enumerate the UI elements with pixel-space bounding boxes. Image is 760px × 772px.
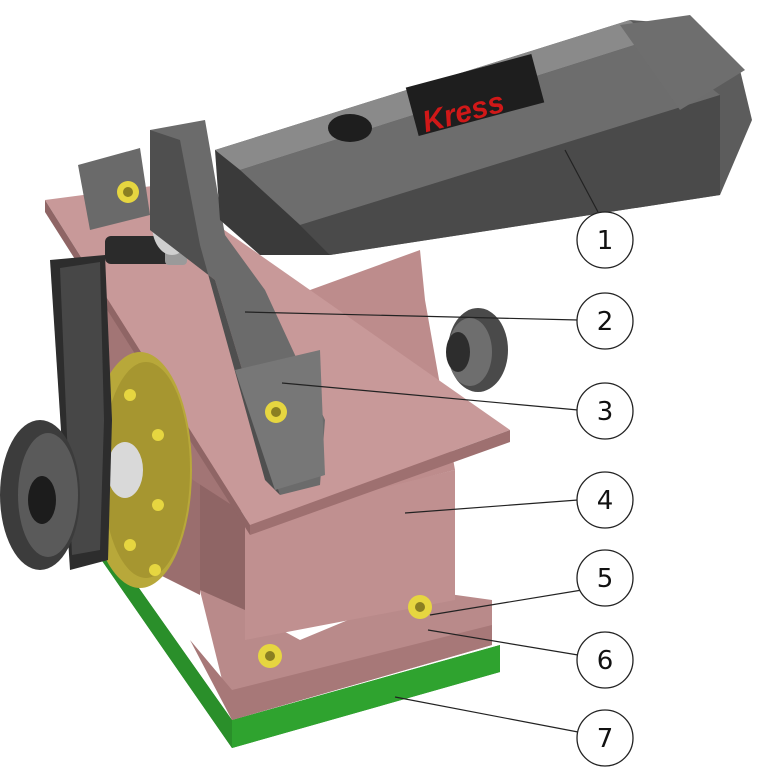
callout-1: 1 xyxy=(576,211,634,269)
flange xyxy=(88,352,192,588)
callout-5: 5 xyxy=(576,549,634,607)
drive-belt xyxy=(0,255,112,570)
callout-5-label: 5 xyxy=(597,564,614,594)
callout-6: 6 xyxy=(576,631,634,689)
callout-3-label: 3 xyxy=(597,397,614,427)
callout-6-label: 6 xyxy=(597,646,614,676)
callout-4-label: 4 xyxy=(597,486,614,516)
leader-lines xyxy=(244,149,599,733)
callout-7-label: 7 xyxy=(597,724,614,754)
motor xyxy=(215,15,752,255)
callout-4: 4 xyxy=(576,471,634,529)
callout-1-label: 1 xyxy=(597,226,614,256)
right-pulley xyxy=(446,308,508,392)
mounting-bracket xyxy=(78,120,325,495)
callout-7: 7 xyxy=(576,709,634,767)
callout-2-label: 2 xyxy=(597,307,614,337)
bolts xyxy=(117,181,432,668)
callout-3: 3 xyxy=(576,382,634,440)
callout-2: 2 xyxy=(576,292,634,350)
